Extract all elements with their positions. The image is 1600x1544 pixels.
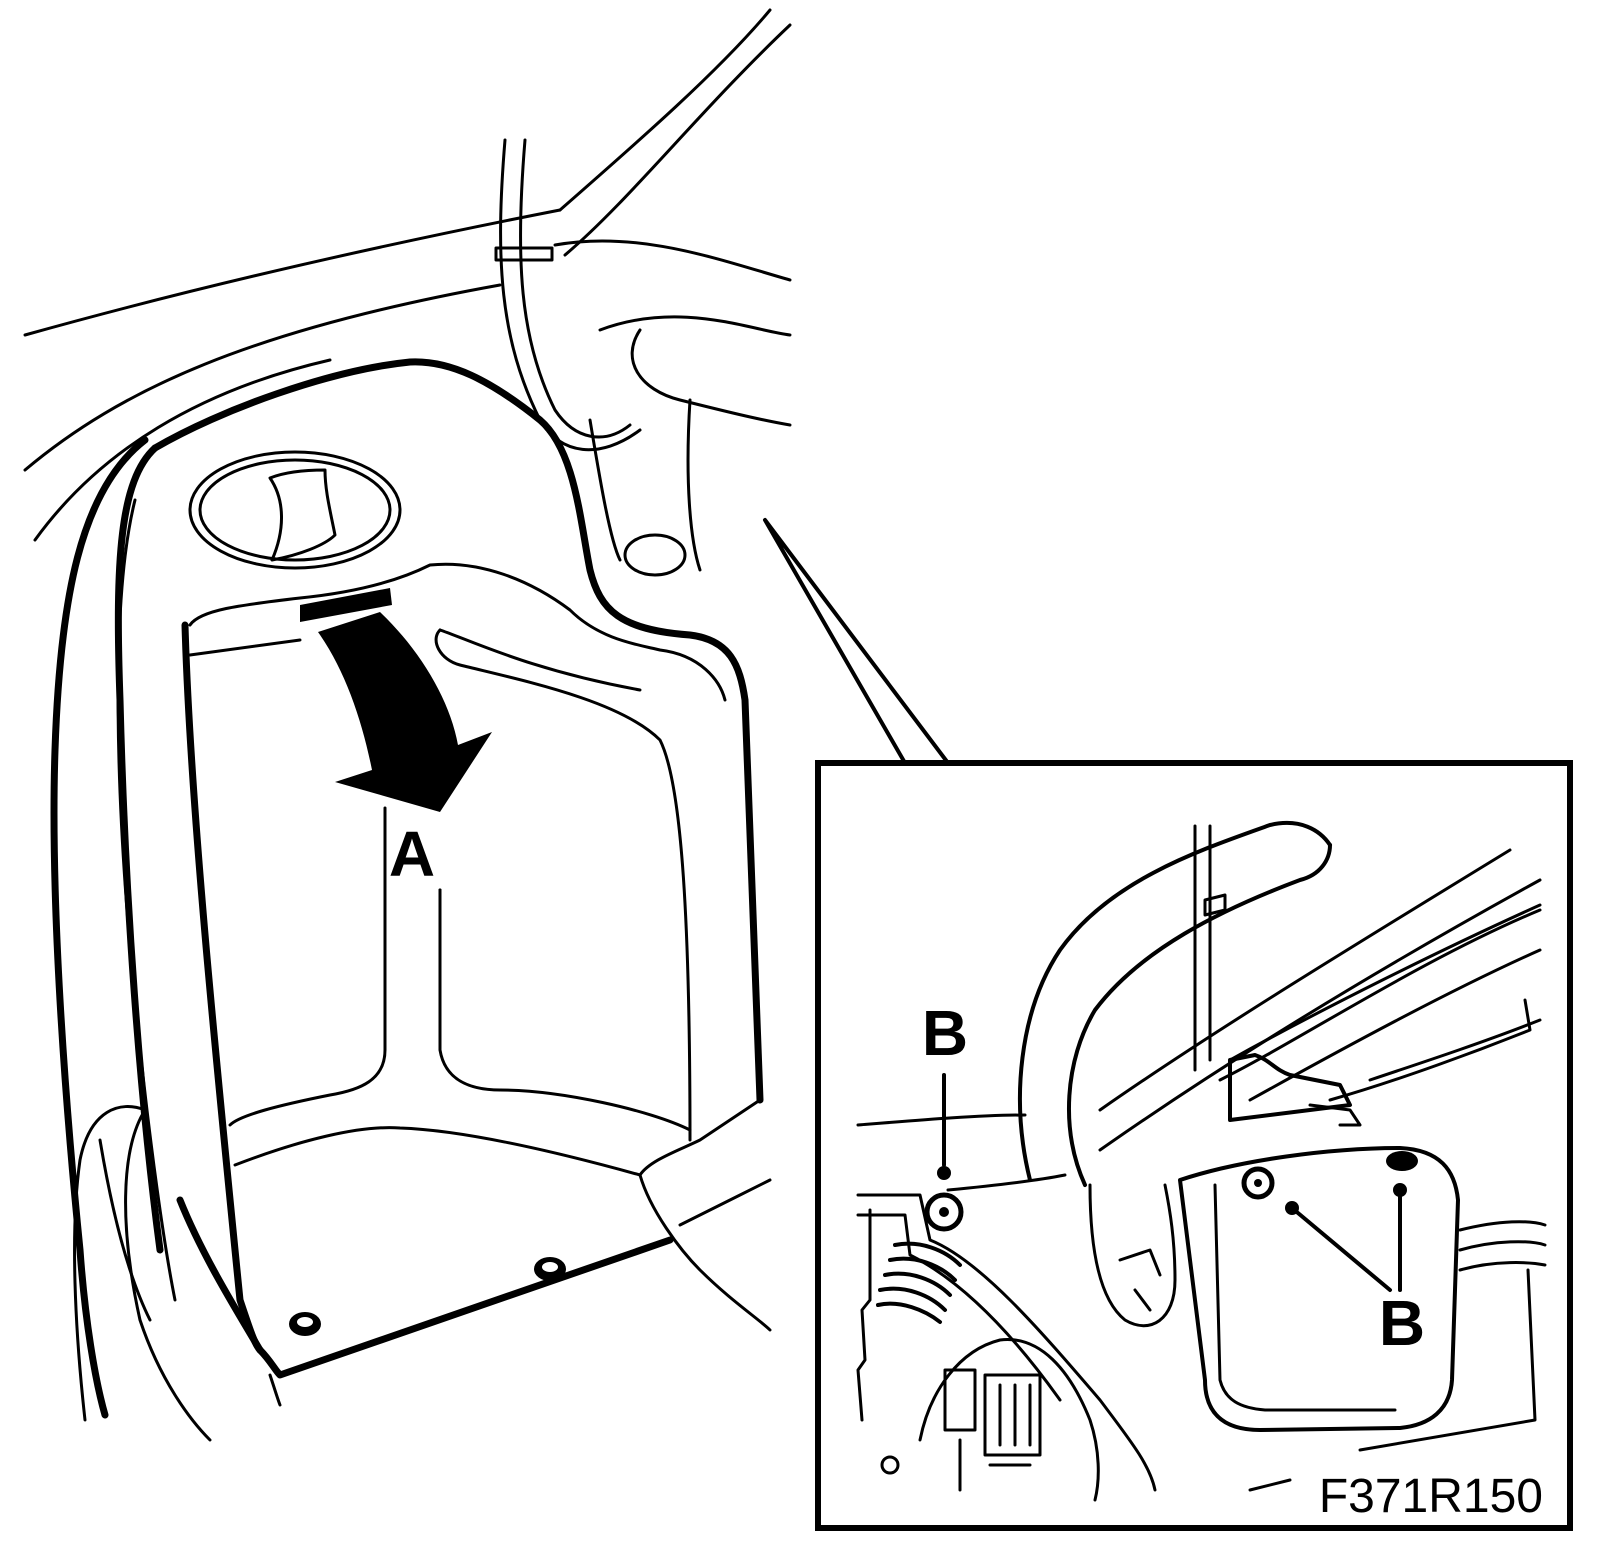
cable-tie (494, 246, 554, 262)
floor-fastener-2 (534, 1257, 566, 1281)
callout-a-label: A (389, 818, 435, 890)
detail-latch-bracket (1228, 1053, 1352, 1122)
lamp-lens (268, 468, 337, 562)
panel-shelf (188, 562, 727, 702)
detail-small-screw (880, 1455, 900, 1475)
hinge-arm-outer (558, 8, 772, 212)
hinge-arm-inner (563, 23, 792, 257)
floor-bracket-side (678, 1178, 772, 1227)
recess-bottom (233, 1126, 642, 1177)
detail-housing-inner (1213, 1183, 1397, 1412)
detail-hinge-tube-outer (1018, 820, 1332, 1182)
side-panel-outline (151, 358, 764, 1104)
lamp-recess-outer (188, 450, 402, 570)
floor-front-line (268, 1373, 282, 1407)
detail-fastener-1 (924, 1192, 964, 1232)
detail-rail-5 (1228, 903, 1542, 1062)
callout-b-right-leader-1 (1290, 1206, 1392, 1292)
detail-housing-plate (1178, 1146, 1460, 1432)
removal-arrow-icon (300, 588, 492, 812)
detail-rail-6 (1328, 998, 1532, 1102)
cover-panel-inner-contour (434, 628, 692, 1142)
detail-right-bracket-3 (1458, 1261, 1547, 1272)
body-outline-upper (23, 208, 562, 337)
detail-pointer (763, 518, 950, 765)
callout-b-left-label: B (922, 997, 968, 1069)
wheel-arch-outer (73, 1105, 147, 1422)
floor-edge (256, 1236, 674, 1379)
detail-rail-1 (1098, 848, 1512, 1112)
floor-bracket (638, 1098, 762, 1177)
figure-code-leader (1248, 1478, 1292, 1492)
detail-mount-outline (856, 1193, 1157, 1492)
detail-module-outline (918, 1338, 1100, 1502)
hinge-tube-end (630, 328, 792, 427)
detail-mount-inner (856, 1213, 1062, 1402)
body-outline-inner (33, 358, 332, 542)
recess-right (438, 888, 692, 1132)
floor-bracket-lower (638, 1173, 772, 1332)
cover-panel-bottom-left (176, 1196, 264, 1354)
figure-code: F371R150 (1319, 1470, 1543, 1523)
hinge-tube-top (553, 239, 792, 282)
floor-fastener-1 (289, 1312, 321, 1336)
callout-b-right-label: B (1379, 1287, 1425, 1359)
detail-latch-rod (1308, 1103, 1362, 1127)
bracket-hole (623, 533, 687, 577)
detail-tube-lower-oval (1088, 1183, 1177, 1328)
detail-mount-left-edge (856, 1208, 872, 1422)
detail-post-clip (1203, 893, 1227, 917)
panel-left-inner-line (116, 498, 177, 1302)
detail-rail-4 (1248, 948, 1542, 1102)
detail-inset (815, 760, 1573, 1531)
side-panel-left-edge (114, 444, 164, 1254)
detail-floor-line (856, 1113, 1027, 1127)
callout-b-left-dot (937, 1166, 951, 1180)
detail-shelf-line (946, 1173, 1067, 1192)
bracket-right (686, 398, 702, 572)
wheelhouse-outline (50, 436, 149, 1419)
detail-fastener-2 (1241, 1166, 1275, 1200)
detail-rail-7 (1368, 1018, 1542, 1082)
detail-module-pins (958, 1383, 1032, 1492)
hinge-tube-bottom (598, 315, 792, 337)
recess-left (228, 808, 387, 1127)
detail-fastener-top-right (1386, 1151, 1418, 1171)
cover-panel-face (188, 628, 642, 692)
wheel-arch-inner (124, 1108, 212, 1442)
cable-inner (518, 138, 632, 439)
detail-hinge-tube-inner (1066, 843, 1332, 1187)
main-view (23, 8, 792, 1442)
lamp-recess-inner (198, 458, 392, 562)
detail-module-block-2 (983, 1373, 1042, 1457)
body-outline-lower (23, 283, 502, 472)
wheel-arch-sweep (98, 1138, 152, 1322)
detail-right-bracket-1 (1458, 1220, 1547, 1232)
bracket-left (588, 418, 622, 562)
detail-right-bracket-2 (1458, 1240, 1547, 1252)
detail-spring-coil (876, 1241, 962, 1324)
detail-module-block-1 (943, 1368, 977, 1432)
detail-rail-3 (1218, 908, 1542, 1082)
callout-a-leader (383, 806, 442, 897)
detail-tube-lower-detail (1118, 1248, 1162, 1312)
detail-right-leader (1358, 1268, 1537, 1452)
